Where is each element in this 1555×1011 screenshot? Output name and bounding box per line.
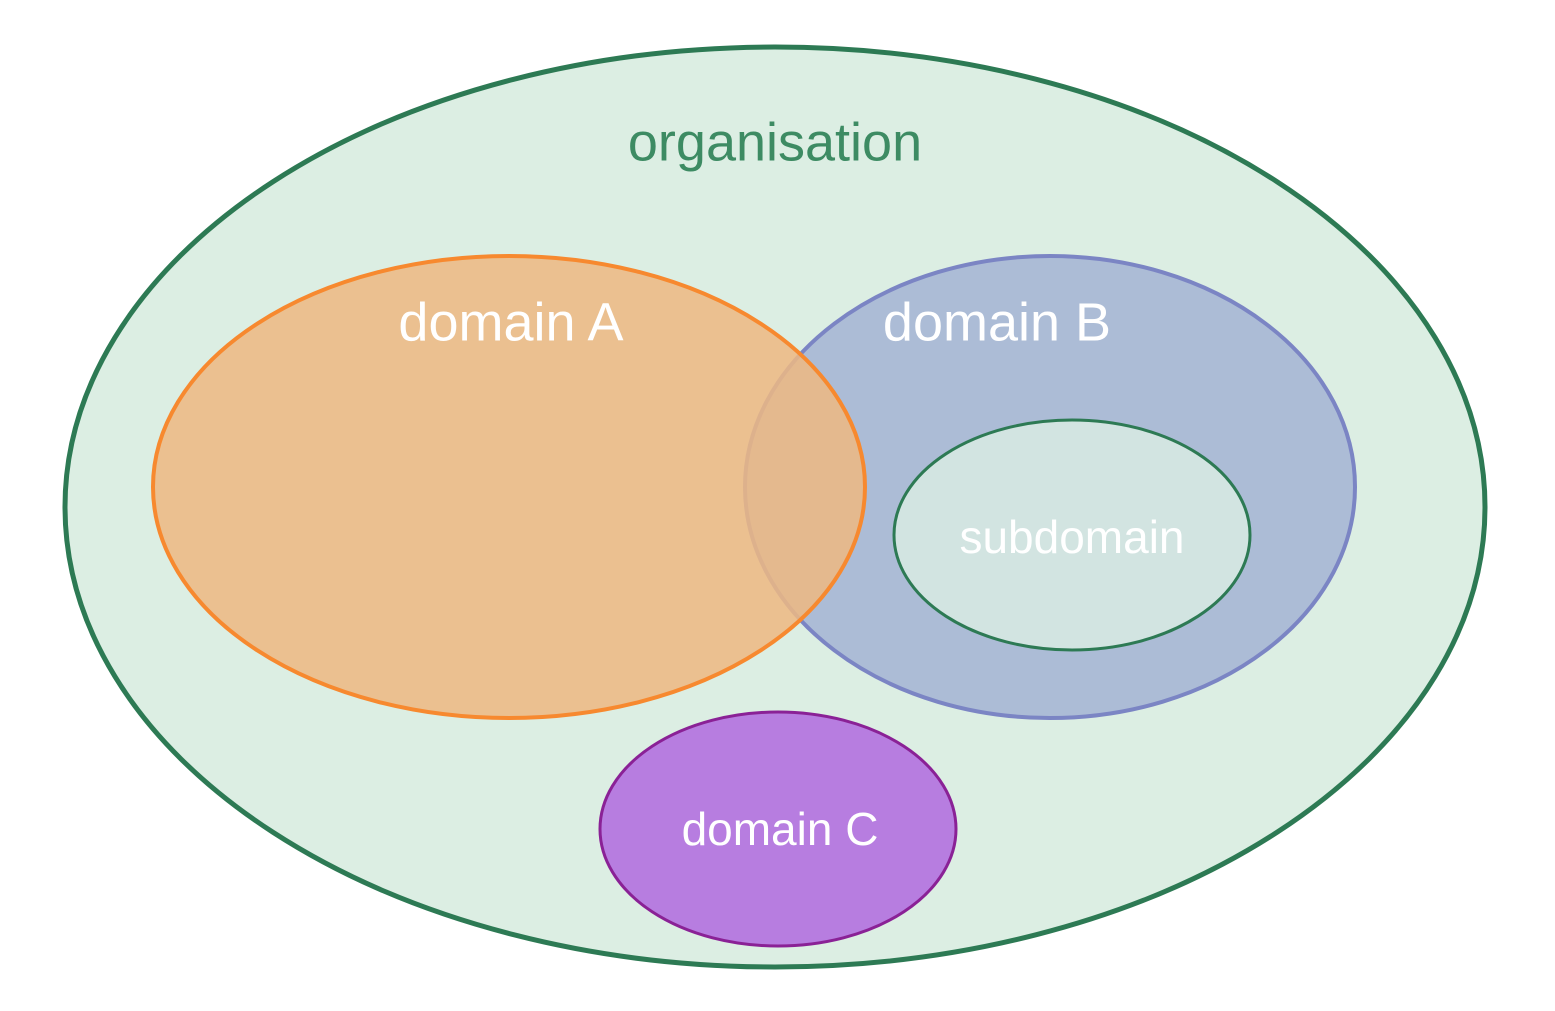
domain-b-label: domain B	[883, 292, 1111, 352]
subdomain-label: subdomain	[959, 511, 1184, 563]
set-domain-c[interactable]: domain C	[598, 710, 958, 948]
organisation-label: organisation	[628, 112, 922, 172]
domain-a-ellipse[interactable]	[151, 254, 867, 720]
domain-a-label: domain A	[398, 292, 623, 352]
domain-c-ellipse[interactable]	[598, 710, 958, 948]
domain-c-label: domain C	[682, 803, 879, 855]
set-domain-a[interactable]	[151, 254, 867, 720]
set-subdomain[interactable]: subdomain	[892, 418, 1252, 652]
subdomain-ellipse[interactable]	[892, 418, 1252, 652]
